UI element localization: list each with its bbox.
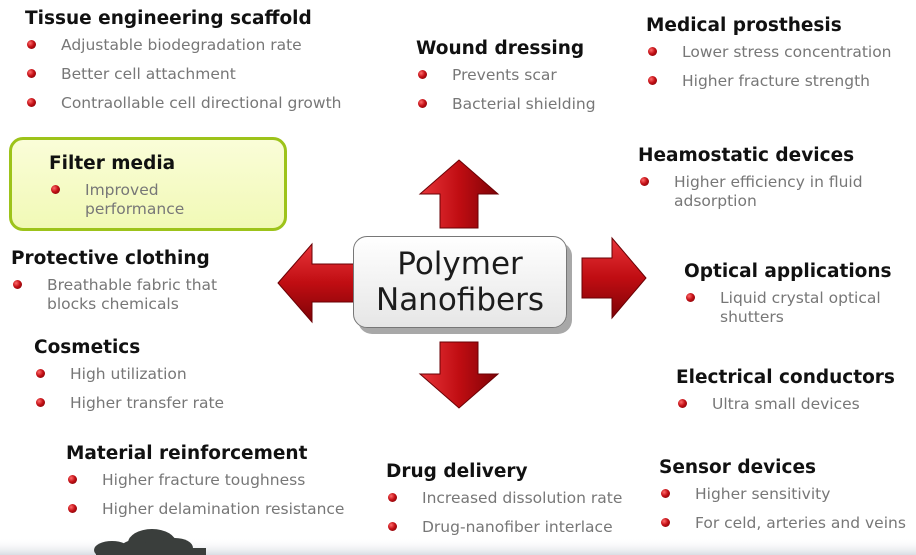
group-title: Cosmetics bbox=[34, 337, 141, 358]
list-item: For celd, arteries and veins bbox=[659, 514, 906, 533]
bullet-icon bbox=[68, 504, 77, 513]
group-cosmetics: Cosmetics High utilization Higher transf… bbox=[34, 337, 224, 423]
group-title: Filter media bbox=[49, 153, 176, 174]
list-item: Increased dissolution rate bbox=[386, 489, 622, 508]
group-wound-dressing: Wound dressing Prevents scar Bacterial s… bbox=[416, 38, 596, 124]
list-item: Higher fracture toughness bbox=[66, 471, 344, 490]
list-item: Adjustable biodegradation rate bbox=[25, 36, 341, 55]
group-title: Wound dressing bbox=[416, 38, 585, 59]
list-item: Higher fracture strength bbox=[646, 72, 892, 91]
bullet-icon bbox=[418, 70, 427, 79]
list-item: Higher transfer rate bbox=[34, 394, 224, 413]
group-title: Heamostatic devices bbox=[638, 145, 855, 166]
bullet-icon bbox=[418, 99, 427, 108]
list-item: Higher delamination resistance bbox=[66, 500, 344, 519]
group-title: Material reinforcement bbox=[66, 443, 308, 464]
bullet-icon bbox=[388, 493, 397, 502]
group-sensor-devices: Sensor devices Higher sensitivity For ce… bbox=[659, 457, 906, 543]
list-item: Lower stress concentration bbox=[646, 43, 892, 62]
group-material-reinforcement: Material reinforcement Higher fracture t… bbox=[66, 443, 344, 529]
list-item: Bacterial shielding bbox=[416, 95, 596, 114]
arrow-right-icon bbox=[581, 236, 647, 320]
bullet-icon bbox=[661, 518, 670, 527]
group-title: Medical prosthesis bbox=[646, 15, 842, 36]
center-title-line-2: Nanofibers bbox=[376, 282, 544, 318]
list-item: Better cell attachment bbox=[25, 65, 341, 84]
bullet-icon bbox=[51, 185, 60, 194]
group-title: Tissue engineering scaffold bbox=[25, 8, 312, 29]
list-item: Drug-nanofiber interlace bbox=[386, 518, 622, 537]
list-item: Breathable fabric that blocks chemicals bbox=[11, 276, 217, 314]
bullet-icon bbox=[686, 293, 695, 302]
bullet-icon bbox=[661, 489, 670, 498]
filter-media-highlight-box bbox=[9, 137, 287, 231]
group-optical-applications: Optical applications Liquid crystal opti… bbox=[684, 261, 892, 337]
bullet-icon bbox=[648, 76, 657, 85]
bullet-icon bbox=[640, 177, 649, 186]
list-item: Higher efficiency in fluid adsorption bbox=[638, 173, 863, 211]
list-item: Prevents scar bbox=[416, 66, 596, 85]
list-item: Improved performance bbox=[49, 181, 184, 219]
group-medical-prosthesis: Medical prosthesis Lower stress concentr… bbox=[646, 15, 892, 101]
bullet-icon bbox=[27, 40, 36, 49]
group-title: Optical applications bbox=[684, 261, 892, 282]
group-title: Electrical conductors bbox=[676, 367, 895, 388]
bullet-icon bbox=[13, 280, 22, 289]
center-title-line-1: Polymer bbox=[397, 246, 523, 282]
group-electrical-conductors: Electrical conductors Ultra small device… bbox=[676, 367, 895, 424]
arrow-down-icon bbox=[418, 341, 500, 409]
group-drug-delivery: Drug delivery Increased dissolution rate… bbox=[386, 461, 622, 547]
bullet-icon bbox=[27, 98, 36, 107]
bullet-icon bbox=[36, 398, 45, 407]
list-item: Contraollable cell directional growth bbox=[25, 94, 341, 113]
bullet-icon bbox=[678, 399, 687, 408]
polymer-nanofibers-center-box: Polymer Nanofibers bbox=[353, 236, 567, 328]
group-title: Sensor devices bbox=[659, 457, 817, 478]
bullet-icon bbox=[27, 69, 36, 78]
list-item: Ultra small devices bbox=[676, 395, 895, 414]
list-item: High utilization bbox=[34, 365, 224, 384]
bullet-icon bbox=[648, 47, 657, 56]
bullet-icon bbox=[36, 369, 45, 378]
bullet-icon bbox=[388, 522, 397, 531]
arrow-left-icon bbox=[277, 242, 355, 324]
group-filter-media: Filter media Improved performance bbox=[49, 153, 184, 229]
group-title: Drug delivery bbox=[386, 461, 528, 482]
list-item: Higher sensitivity bbox=[659, 485, 906, 504]
group-heamostatic-devices: Heamostatic devices Higher efficiency in… bbox=[638, 145, 863, 221]
list-item: Liquid crystal optical shutters bbox=[684, 289, 892, 327]
group-tissue-engineering: Tissue engineering scaffold Adjustable b… bbox=[25, 8, 341, 123]
bullet-icon bbox=[68, 475, 77, 484]
group-title: Protective clothing bbox=[11, 248, 210, 269]
group-protective-clothing: Protective clothing Breathable fabric th… bbox=[11, 248, 217, 324]
arrow-up-icon bbox=[418, 159, 500, 229]
